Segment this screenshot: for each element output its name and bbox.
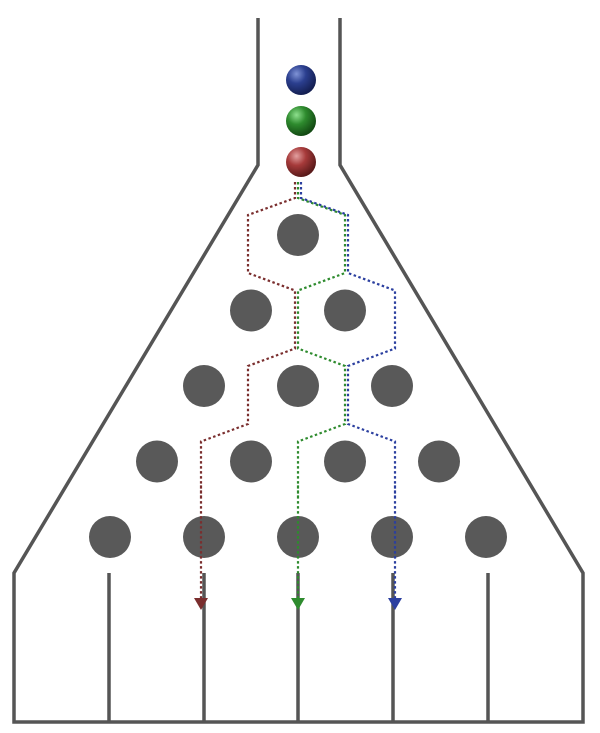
peg — [183, 365, 225, 407]
red-ball — [286, 147, 316, 177]
peg — [183, 516, 225, 558]
red-arrow-head — [194, 598, 208, 610]
green-path — [296, 182, 347, 600]
ball-paths — [194, 182, 402, 610]
peg — [371, 516, 413, 558]
green-arrow-head — [291, 598, 305, 610]
balls — [286, 65, 316, 177]
peg — [277, 365, 319, 407]
bin-dividers — [107, 573, 490, 722]
peg — [324, 289, 366, 332]
peg — [89, 516, 131, 558]
red-path — [199, 182, 297, 600]
peg — [465, 516, 507, 558]
blue-path — [299, 182, 397, 600]
peg — [230, 440, 272, 483]
blue-arrow-head — [388, 598, 402, 610]
peg — [277, 214, 319, 256]
green-ball — [286, 106, 316, 136]
peg — [136, 440, 178, 483]
peg — [324, 440, 366, 483]
blue-ball — [286, 65, 316, 95]
peg — [230, 289, 272, 332]
peg — [371, 365, 413, 407]
pegs — [89, 214, 507, 558]
peg — [418, 440, 460, 483]
